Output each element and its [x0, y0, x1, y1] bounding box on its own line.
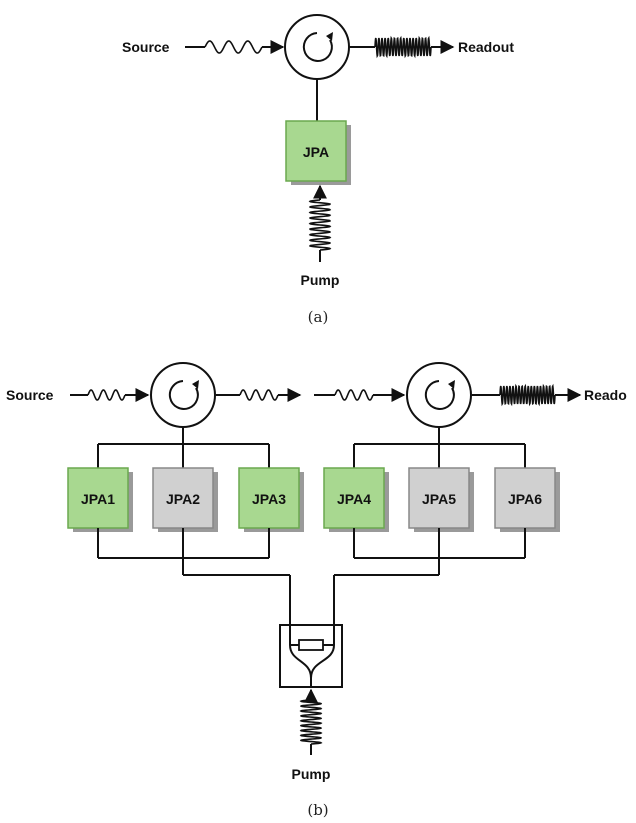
circulator-icon: [302, 32, 333, 62]
panel-b-readout-label: Reado: [584, 387, 627, 403]
panel-a-input-signal: [185, 40, 285, 54]
jpa-block-label: JPA2: [166, 491, 200, 507]
panel-b-source-label: Source: [6, 387, 54, 403]
jpa-block-3: JPA3: [238, 467, 304, 532]
panel-b-pump: Pump: [292, 688, 331, 782]
panel-b-pump-label: Pump: [292, 766, 331, 782]
spring-coil-icon: [299, 688, 323, 755]
panel-b-jpa-blocks: JPA1 JPA2 JPA3 JPA4 JPA5: [67, 467, 560, 532]
panel-a-readout-signal: [349, 35, 455, 59]
jpa-block-2: JPA2: [152, 467, 218, 532]
panel-b-upper-bus-right: [353, 427, 526, 468]
power-splitter-icon: [279, 624, 343, 688]
panel-b-lower-bus-right: [333, 528, 526, 645]
panel-b-upper-bus-left: [97, 427, 270, 468]
jpa-block-label: JPA6: [508, 491, 542, 507]
jpa-block-5: JPA5: [408, 467, 474, 532]
panel-a-pump-label: Pump: [301, 272, 340, 288]
jpa-block-6: JPA6: [494, 467, 560, 532]
jpa-block-label: JPA3: [252, 491, 286, 507]
circulator-icon: [168, 380, 199, 410]
panel-a-circulator: [284, 14, 350, 80]
panel-a: Source Readout JPA: [122, 14, 514, 326]
panel-b-interstage-signal: [216, 388, 406, 402]
panel-a-readout-label: Readout: [458, 39, 514, 55]
panel-b: Source: [6, 362, 627, 819]
panel-b-circulator-2: [406, 362, 472, 428]
panel-b-circulator-1: [150, 362, 216, 428]
panel-a-jpa-block: JPA: [285, 120, 351, 185]
panel-a-pump: Pump: [301, 184, 340, 288]
jpa-block-label: JPA5: [422, 491, 456, 507]
jpa-block-4: JPA4: [323, 467, 389, 532]
panel-b-lower-bus-left: [97, 528, 291, 645]
panel-b-caption: (b): [307, 801, 328, 819]
panel-a-caption: (a): [308, 308, 329, 326]
spring-coil-icon: [308, 184, 332, 262]
panel-a-jpa-label: JPA: [303, 144, 329, 160]
circulator-icon: [424, 380, 455, 410]
jpa-block-1: JPA1: [67, 467, 133, 532]
panel-a-source-label: Source: [122, 39, 170, 55]
jpa-block-label: JPA4: [337, 491, 371, 507]
panel-b-readout-signal: [472, 383, 582, 407]
panel-b-input-signal: [70, 388, 150, 402]
jpa-block-label: JPA1: [81, 491, 115, 507]
